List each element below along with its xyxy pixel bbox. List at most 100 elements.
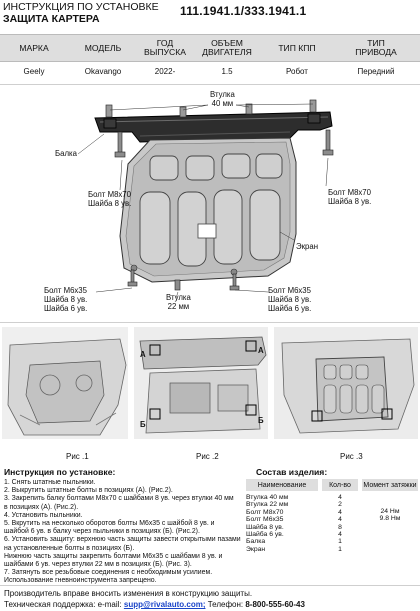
spec-col-model: МОДЕЛЬ [84, 42, 122, 53]
spec-engine: 1.5 [221, 66, 233, 76]
callout-skid-plate: Экран [296, 242, 318, 251]
spec-drive: Передний [357, 66, 395, 76]
header-product-title: ЗАЩИТА КАРТЕРА [3, 13, 100, 25]
callout-bolt-m8-right-washer: Шайба 8 ув. [328, 197, 372, 206]
spec-col-gearbox: ТИП КПП [278, 42, 316, 53]
instruction-step: в позициях (А). (Рис.2). [4, 503, 79, 511]
table-cell: 4 [338, 516, 342, 524]
phone-label: Телефон: [205, 600, 246, 609]
footer-disclaimer: Производитель вправе вносить изменения в… [4, 589, 253, 598]
callout-bolt-m6-right-washer-6: Шайба 6 ув. [268, 304, 312, 313]
instruction-step: 7. Затянуть все резьбовые соединения с н… [4, 569, 213, 577]
instruction-step: 3. Закрепить балку болтами М8х70 с шайба… [4, 495, 234, 503]
table-row: Втулка 40 мм [246, 494, 289, 501]
spec-gearbox: Робот [286, 66, 308, 76]
figure-2-caption: Рис .2 [196, 452, 219, 461]
table-row: Шайба 8 ув. [246, 523, 284, 531]
installation-photos [2, 327, 418, 439]
header-instruction-title: ИНСТРУКЦИЯ ПО УСТАНОВКЕ [3, 1, 159, 13]
skid-plate-drawing [119, 137, 297, 283]
callout-bolt-m6-right-name: Болт М6х35 [268, 286, 311, 295]
callout-bolt-m8-left-name: Болт М8х70 [88, 190, 131, 199]
figure-2-drawing [134, 327, 268, 439]
footer-contacts: Техническая поддержка: e-mail: supp@riva… [4, 600, 305, 609]
callout-bolt-m8-left-washer: Шайба 8 ув. [88, 199, 132, 208]
divider [0, 585, 420, 586]
table-cell: 1 [338, 545, 342, 553]
position-label-b-left: Б [140, 420, 146, 429]
composition-torques: 24 Нм 9.8 Нм [362, 508, 418, 523]
table-row: Шайба 6 ув. [246, 531, 284, 539]
composition-title: Состав изделия: [256, 467, 328, 477]
composition-col-name: Наименование [246, 479, 318, 491]
table-row: Болт М8х70 [246, 508, 284, 516]
instruction-step: 6. Установить защиту: верхнюю часть защи… [4, 536, 241, 544]
callout-bushing-22: Втулка 22 мм [166, 293, 191, 311]
callout-bolt-m8-right: Болт М8х70 Шайба 8 ув. [328, 188, 371, 206]
instruction-step: на установленные болты в позициях (Б). [4, 544, 135, 552]
table-cell: 8 [338, 523, 342, 531]
instruction-step: шайбой 6 ув. в балку через пыльники в по… [4, 528, 200, 536]
callout-bushing-40-size: 40 мм [211, 99, 234, 108]
instruction-step: 2. Выкрутить штатные болты в позициях (А… [4, 487, 173, 495]
exploded-assembly-drawing [77, 99, 334, 299]
instruction-step: 5. Вкрутить на несколько оборотов болты … [4, 520, 215, 528]
table-cell: 2 [338, 501, 342, 509]
spec-year: 2022- [154, 66, 176, 76]
callout-bolt-m8-left: Болт М8х70 Шайба 8 ув. [88, 190, 131, 208]
support-email-link[interactable]: supp@rivalauto.com; [123, 600, 206, 609]
table-cell: 4 [338, 508, 342, 516]
figure-1-caption: Рис .1 [66, 452, 89, 461]
composition-names: Втулка 40 мм Втулка 22 мм Болт М8х70 Бол… [246, 494, 318, 553]
bushing-40-drawing [105, 99, 317, 118]
composition-col-torque: Момент затяжки [362, 479, 418, 491]
support-phone: 8-800-555-60-43 [245, 600, 305, 609]
composition-col-qty: Кол-во [322, 479, 358, 491]
divider [0, 322, 420, 323]
spec-col-brand: МАРКА [19, 42, 49, 53]
bolt-m8-right-drawing [322, 129, 334, 156]
part-number: 111.1941.1/333.1941.1 [180, 4, 307, 18]
table-row: Втулка 22 мм [246, 501, 289, 509]
instructions-list: 1. Снять штатные пыльники. 2. Выкрутить … [4, 479, 248, 586]
table-row: Балка [246, 538, 266, 546]
position-label-b-right: Б [258, 416, 264, 425]
callout-bolt-m8-right-name: Болт М8х70 [328, 188, 371, 197]
table-cell: 24 Нм [380, 508, 400, 515]
figure-1-drawing [2, 327, 128, 439]
table-cell: 9.8 Нм [379, 515, 401, 523]
table-row: Болт М6х35 [246, 516, 284, 524]
figure-3-drawing [274, 327, 418, 439]
spec-table-row: Geely Okavango 2022- 1.5 Робот Передний [0, 61, 420, 81]
callout-bushing-40-name: Втулка [210, 90, 235, 99]
table-row: Экран [246, 545, 266, 553]
spec-brand: Geely [23, 66, 45, 76]
spec-table-header: МАРКА МОДЕЛЬ ГОД ВЫПУСКА ОБЪЕМ ДВИГАТЕЛЯ… [0, 34, 420, 62]
table-cell: 1 [338, 538, 342, 546]
document-header: ИНСТРУКЦИЯ ПО УСТАНОВКЕ ЗАЩИТА КАРТЕРА [3, 1, 159, 25]
figure-3-caption: Рис .3 [340, 452, 363, 461]
position-label-a-right: А [258, 346, 264, 355]
callout-beam: Балка [55, 149, 77, 158]
callout-bolt-m6-right: Болт М6х35 Шайба 8 ув. Шайба 6 ув. [268, 286, 311, 313]
beam-drawing [94, 111, 333, 143]
table-cell: 4 [338, 494, 342, 501]
composition-quantities: 4 2 4 4 8 4 1 1 [322, 494, 358, 553]
callout-bolt-m6-left-washer-8: Шайба 8 ув. [44, 295, 88, 304]
callout-bolt-m6-left-washer-6: Шайба 6 ув. [44, 304, 88, 313]
spec-col-year: ГОД ВЫПУСКА [144, 38, 186, 57]
support-label: Техническая поддержка: e-mail: [4, 600, 124, 609]
position-label-a-left: А [140, 350, 146, 359]
spec-model: Okavango [84, 66, 122, 76]
instruction-step: шайбами 6 ув. через втулки 22 мм в позиц… [4, 561, 192, 569]
spec-col-drive: ТИП ПРИВОДА [355, 38, 397, 57]
spec-col-engine: ОБЪЕМ ДВИГАТЕЛЯ [202, 38, 252, 57]
instruction-step: 4. Установить пыльники. [4, 511, 83, 519]
instructions-title: Инструкция по установке: [4, 467, 116, 477]
instruction-step: 1. Снять штатные пыльники. [4, 479, 96, 486]
callout-bolt-m6-left: Болт М6х35 Шайба 8 ув. Шайба 6 ув. [44, 286, 87, 313]
bolt-m8-left-drawing [114, 131, 126, 158]
divider [0, 84, 420, 85]
leader-lines [77, 103, 329, 299]
callout-bushing-22-name: Втулка [166, 293, 191, 302]
